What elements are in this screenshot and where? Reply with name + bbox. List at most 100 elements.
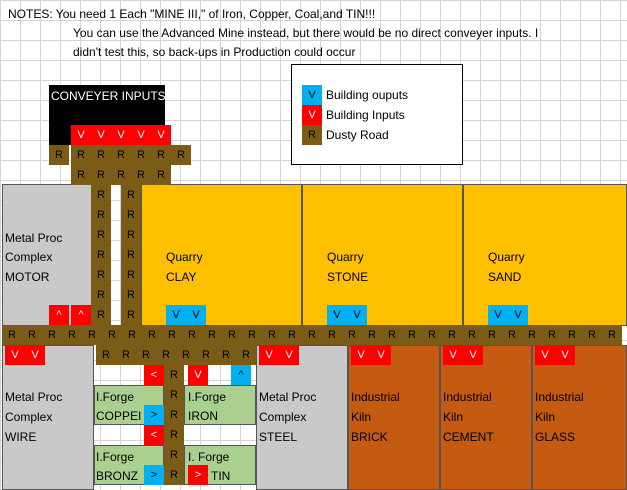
road-tile: R bbox=[382, 325, 402, 345]
road-tile: R bbox=[442, 325, 462, 345]
road-tile: R bbox=[121, 305, 141, 325]
conveyer-input-tile: V bbox=[71, 125, 91, 145]
road-tile: R bbox=[131, 165, 151, 185]
road-tile: R bbox=[91, 205, 111, 225]
stone-output-tile: V bbox=[327, 305, 347, 325]
conveyer-input-tile: V bbox=[91, 125, 111, 145]
building-metal-proc-steel[interactable] bbox=[256, 345, 348, 490]
road-tile: R bbox=[216, 345, 236, 365]
steel-input-tile: V bbox=[259, 345, 279, 365]
road-tile: R bbox=[151, 165, 171, 185]
building-quarry-clay[interactable] bbox=[141, 184, 302, 326]
stone-line-1: Quarry bbox=[327, 250, 364, 264]
wire-line-2: Complex bbox=[5, 410, 53, 424]
sand-line-2: SAND bbox=[488, 270, 522, 284]
forge-tin-line-1: I. Forge bbox=[188, 450, 230, 464]
legend-output-label: Building ouputs bbox=[326, 88, 409, 102]
forge-copper-line-2: COPPEI bbox=[96, 409, 142, 423]
road-tile: R bbox=[131, 145, 151, 165]
road-tile: R bbox=[121, 285, 141, 305]
cement-line-2: Kiln bbox=[443, 410, 464, 424]
steel-line-2: Complex bbox=[259, 410, 307, 424]
road-tile: R bbox=[522, 325, 542, 345]
forge-copper-output-tile: > bbox=[144, 405, 164, 425]
road-tile: R bbox=[582, 325, 602, 345]
clay-output-tile: V bbox=[166, 305, 186, 325]
wire-input-tile: V bbox=[25, 345, 45, 365]
road-tile: R bbox=[121, 185, 141, 205]
road-tile: R bbox=[91, 145, 111, 165]
wire-input-tile: V bbox=[5, 345, 25, 365]
road-tile: R bbox=[242, 325, 262, 345]
cement-input-tile: V bbox=[443, 345, 463, 365]
wire-line-3: WIRE bbox=[5, 430, 37, 444]
sand-output-tile: V bbox=[488, 305, 508, 325]
road-tile: R bbox=[282, 325, 302, 345]
forge-iron-line-2: IRON bbox=[188, 409, 218, 423]
road-tile: R bbox=[342, 325, 362, 345]
forge-bronze-input-tile: < bbox=[144, 425, 164, 445]
notes-line-2: You can use the Advanced Mine instead, b… bbox=[73, 26, 539, 40]
forge-bronze-output-tile: > bbox=[144, 465, 164, 485]
stone-line-2: STONE bbox=[327, 270, 369, 284]
road-tile: R bbox=[164, 445, 184, 465]
road-tile: R bbox=[236, 345, 256, 365]
notes-line-1: NOTES: You need 1 Each "MINE III," of Ir… bbox=[8, 7, 376, 21]
road-tile: R bbox=[156, 345, 176, 365]
conveyer-input-tile: V bbox=[131, 125, 151, 145]
cement-line-1: Industrial bbox=[443, 390, 492, 404]
brick-line-3: BRICK bbox=[351, 430, 388, 444]
road-tile: R bbox=[262, 325, 282, 345]
building-quarry-sand[interactable] bbox=[463, 184, 627, 326]
building-metal-proc-wire[interactable] bbox=[2, 345, 94, 490]
forge-copper-input-tile: < bbox=[144, 365, 164, 385]
road-tile: R bbox=[164, 405, 184, 425]
forge-copper-line-1: I.Forge bbox=[96, 390, 135, 404]
brick-input-tile: V bbox=[371, 345, 391, 365]
clay-line-1: Quarry bbox=[166, 250, 203, 264]
building-kiln-cement[interactable] bbox=[440, 345, 532, 490]
glass-line-2: Kiln bbox=[535, 410, 556, 424]
road-tile: R bbox=[111, 145, 131, 165]
road-tile: R bbox=[96, 345, 116, 365]
road-tile: R bbox=[71, 145, 91, 165]
brick-line-2: Kiln bbox=[351, 410, 372, 424]
clay-line-2: CLAY bbox=[166, 270, 197, 284]
clay-output-tile: V bbox=[186, 305, 206, 325]
forge-tin-input-tile: > bbox=[188, 465, 208, 485]
legend-road-label: Dusty Road bbox=[326, 128, 389, 142]
steel-line-1: Metal Proc bbox=[259, 390, 317, 404]
road-tile: R bbox=[71, 165, 91, 185]
legend-input-label: Building Inputs bbox=[326, 108, 405, 122]
road-tile: R bbox=[121, 225, 141, 245]
building-kiln-glass[interactable] bbox=[532, 345, 627, 490]
building-forge-iron[interactable] bbox=[184, 385, 256, 425]
brick-line-1: Industrial bbox=[351, 390, 400, 404]
road-tile: R bbox=[164, 385, 184, 405]
sand-output-tile: V bbox=[508, 305, 528, 325]
road-tile: R bbox=[602, 325, 622, 345]
road-tile: R bbox=[2, 325, 22, 345]
road-tile: R bbox=[422, 325, 442, 345]
road-tile: R bbox=[164, 365, 184, 385]
glass-input-tile: V bbox=[535, 345, 555, 365]
road-tile: R bbox=[222, 325, 242, 345]
road-tile: R bbox=[49, 145, 69, 165]
road-tile: R bbox=[121, 245, 141, 265]
road-tile: R bbox=[196, 345, 216, 365]
sand-line-1: Quarry bbox=[488, 250, 525, 264]
conveyer-input-tile: V bbox=[111, 125, 131, 145]
legend-output-swatch: V bbox=[302, 85, 322, 105]
road-tile: R bbox=[22, 325, 42, 345]
road-tile: R bbox=[142, 325, 162, 345]
forge-iron-line-1: I.Forge bbox=[188, 390, 227, 404]
cement-input-tile: V bbox=[463, 345, 483, 365]
building-kiln-brick[interactable] bbox=[348, 345, 440, 490]
legend-input-swatch: V bbox=[302, 105, 322, 125]
forge-bronze-line-1: I.Forge bbox=[96, 450, 135, 464]
road-tile: R bbox=[91, 285, 111, 305]
road-tile: R bbox=[42, 325, 62, 345]
road-tile: R bbox=[182, 325, 202, 345]
road-tile: R bbox=[91, 165, 111, 185]
road-tile: R bbox=[502, 325, 522, 345]
